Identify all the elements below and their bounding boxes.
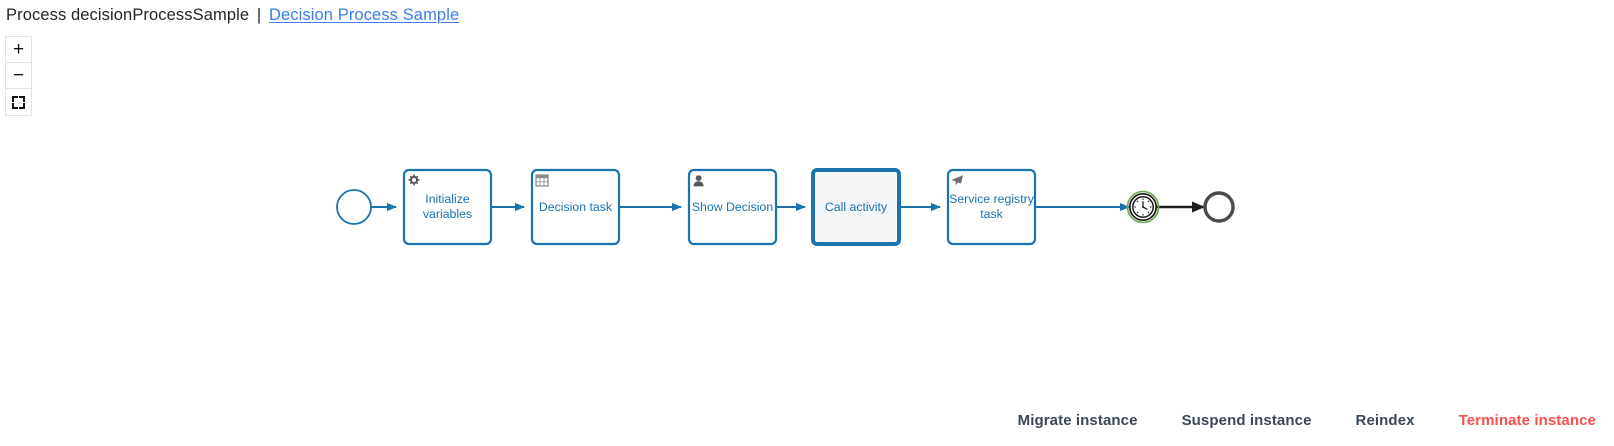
task-initialize-variables[interactable] (402, 168, 493, 246)
call-activity[interactable] (811, 168, 901, 246)
bpmn-diagram-canvas[interactable]: Initialize variables Decision task Show … (0, 0, 1614, 400)
zoom-out-button[interactable]: − (6, 63, 31, 89)
page-title: Process decisionProcessSample | Decision… (6, 6, 459, 25)
process-definition-link[interactable]: Decision Process Sample (268, 6, 460, 24)
timer-intermediate-event[interactable] (1126, 190, 1160, 224)
table-icon (535, 174, 549, 187)
zoom-in-button[interactable]: + (6, 37, 31, 63)
plus-icon: + (12, 39, 25, 60)
process-name: Process decisionProcessSample (6, 6, 250, 24)
reindex-button[interactable]: Reindex (1334, 406, 1437, 435)
task-show-decision[interactable] (687, 168, 778, 246)
zoom-controls: + − (5, 36, 32, 116)
migrate-instance-button[interactable]: Migrate instance (996, 406, 1160, 435)
task-service-registry[interactable] (946, 168, 1037, 246)
gear-icon (408, 174, 420, 186)
send-icon (951, 175, 963, 186)
start-event[interactable] (336, 189, 372, 225)
task-decision-task[interactable] (530, 168, 621, 246)
instance-action-bar: Migrate instance Suspend instance Reinde… (996, 406, 1600, 435)
user-icon (693, 175, 704, 187)
suspend-instance-button[interactable]: Suspend instance (1160, 406, 1334, 435)
end-event[interactable] (1203, 191, 1235, 223)
minus-icon: − (12, 65, 25, 86)
title-separator: | (256, 6, 262, 24)
clock-icon (1134, 198, 1152, 216)
fit-to-screen-button[interactable] (6, 89, 31, 115)
fit-to-screen-icon (12, 95, 25, 109)
terminate-instance-button[interactable]: Terminate instance (1437, 406, 1600, 435)
